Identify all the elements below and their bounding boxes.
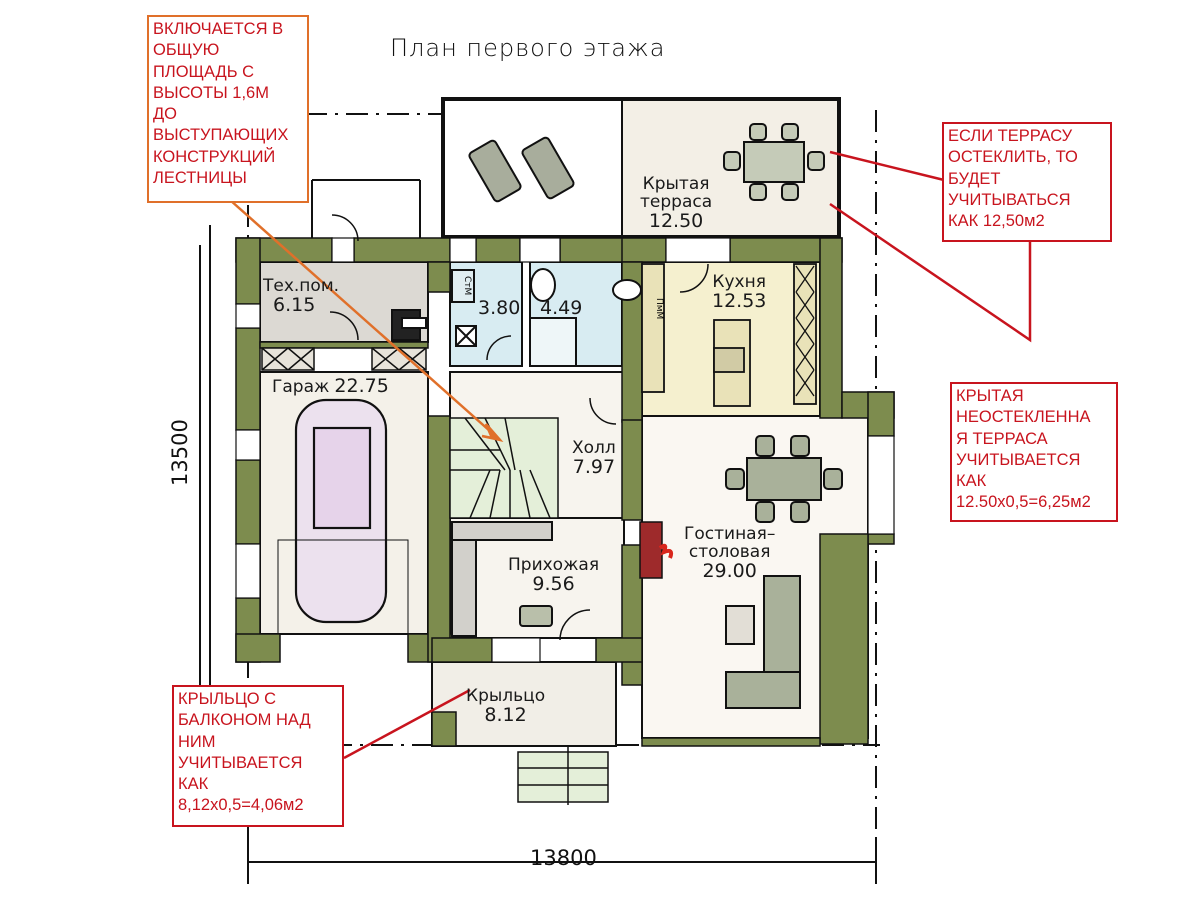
terrace-dining-set	[723, 123, 825, 201]
room-label-terrace: Крытая терраса 12.50	[640, 174, 713, 232]
entry-bench	[519, 605, 553, 627]
note-line: ЛЕСТНИЦЫ	[153, 168, 247, 187]
room-label-bath-1: 3.80	[478, 297, 521, 319]
room-label-living: Гостиная– столовая 29.00	[684, 524, 776, 582]
note-line: КАК	[178, 775, 209, 794]
dimension-lines	[199, 245, 877, 884]
walls	[235, 237, 895, 747]
room-name: Тех.пом.	[263, 276, 340, 296]
note-porch: КРЫЛЬЦО С БАЛКОНОМ НАД НИМ УЧИТЫВАЕТСЯ К…	[172, 685, 344, 827]
room-name: Прихожая	[508, 555, 600, 575]
note-line: КРЫТАЯ	[956, 387, 1024, 405]
note-line: БУДЕТ	[948, 169, 1001, 188]
annotation-leaders	[229, 150, 1032, 760]
room-area: 9.56	[532, 572, 575, 595]
note-line: НЕОСТЕКЛЕННА	[956, 408, 1091, 427]
garage-shelves	[261, 347, 427, 371]
boiler-icon	[391, 309, 427, 341]
note-line: ЕСЛИ ТЕРРАСУ	[948, 127, 1073, 145]
room-area: 7.97	[572, 455, 616, 478]
room-area: 3.80	[478, 297, 521, 319]
wardrobe	[451, 521, 553, 637]
note-line: КАК 12,50м2	[948, 212, 1045, 231]
kitchen-furniture	[641, 263, 817, 407]
room-label-garage: Гараж 22.75	[272, 375, 389, 397]
living-dining-set	[725, 435, 843, 523]
note-stairs-area: ВКЛЮЧАЕТСЯ В ОБЩУЮ ПЛОЩАДЬ С ВЫСОТЫ 1,6М…	[147, 15, 309, 203]
note-line: 8,12х0,5=4,06м2	[178, 796, 304, 815]
washer-label: СтМ	[462, 276, 472, 296]
room-name-line1: Крытая	[642, 174, 710, 194]
garage-floor-mark	[277, 539, 409, 635]
car-icon	[294, 398, 388, 624]
note-line: БАЛКОНОМ НАД	[178, 711, 311, 730]
note-terrace-open: КРЫТАЯ НЕОСТЕКЛЕННА Я ТЕРРАСА УЧИТЫВАЕТС…	[950, 382, 1118, 522]
lounger-chairs	[468, 136, 575, 203]
note-line: ВЫСОТЫ 1,6М	[153, 83, 269, 102]
room-label-porch: Крыльцо 8.12	[466, 686, 546, 726]
plan-title: План первого этажа	[390, 34, 666, 62]
room-area: 29.00	[702, 559, 757, 582]
note-terrace-glazed: ЕСЛИ ТЕРРАСУ ОСТЕКЛИТЬ, ТО БУДЕТ УЧИТЫВА…	[942, 122, 1112, 242]
bath-fixtures	[451, 268, 642, 367]
note-line: ОБЩУЮ	[153, 41, 220, 60]
note-line: УЧИТЫВАЕТСЯ	[178, 753, 303, 772]
note-line: КРЫЛЬЦО С	[178, 690, 277, 708]
dimension-width: 13800	[530, 846, 597, 870]
room-name: Холл	[572, 438, 616, 458]
note-line: ДО	[153, 105, 178, 124]
room-label-bath-2: 4.49	[540, 297, 583, 319]
windows	[235, 237, 895, 663]
room-name: Кухня	[712, 272, 766, 292]
note-line: УЧИТЫВАЕТСЯ	[956, 450, 1081, 469]
note-line: ВКЛЮЧАЕТСЯ В	[153, 20, 284, 38]
room-label-hall: Холл 7.97	[572, 438, 616, 478]
note-line: ОСТЕКЛИТЬ, ТО	[948, 148, 1078, 167]
note-line: Я ТЕРРАСА	[956, 429, 1048, 448]
room-area: 12.53	[712, 289, 767, 312]
staircase	[449, 417, 559, 519]
porch-steps	[517, 745, 609, 805]
room-area: 6.15	[273, 293, 316, 316]
room-area: 4.49	[540, 297, 583, 319]
note-line: УЧИТЫВАТЬСЯ	[948, 190, 1071, 209]
corner-sofa	[725, 575, 801, 709]
room-name-line1: Гостиная–	[684, 524, 776, 544]
dishwasher-label: ПмМ	[654, 298, 664, 320]
fireplace	[639, 521, 674, 579]
room-name: Крыльцо	[466, 686, 546, 706]
room-name-line2: столовая	[688, 541, 771, 562]
note-line: НИМ	[178, 732, 216, 751]
room-label-kitchen: Кухня 12.53	[712, 272, 767, 312]
room-area: 22.75	[334, 375, 389, 397]
room-area: 8.12	[484, 703, 527, 726]
room-name: Гараж	[272, 377, 330, 397]
room-area: 12.50	[648, 209, 704, 232]
note-line: КОНСТРУКЦИЙ	[153, 147, 276, 166]
room-label-tech: Тех.пом. 6.15	[263, 276, 340, 316]
room-name-line2: терраса	[640, 191, 713, 212]
note-line: ВЫСТУПАЮЩИХ	[153, 126, 289, 145]
note-line: ПЛОЩАДЬ С	[153, 62, 255, 81]
dimension-height: 13500	[168, 419, 192, 486]
note-line: 12.50х0,5=6,25м2	[956, 493, 1091, 512]
note-line: КАК	[956, 472, 987, 491]
room-label-entry: Прихожая 9.56	[508, 555, 600, 595]
doors	[329, 214, 709, 641]
